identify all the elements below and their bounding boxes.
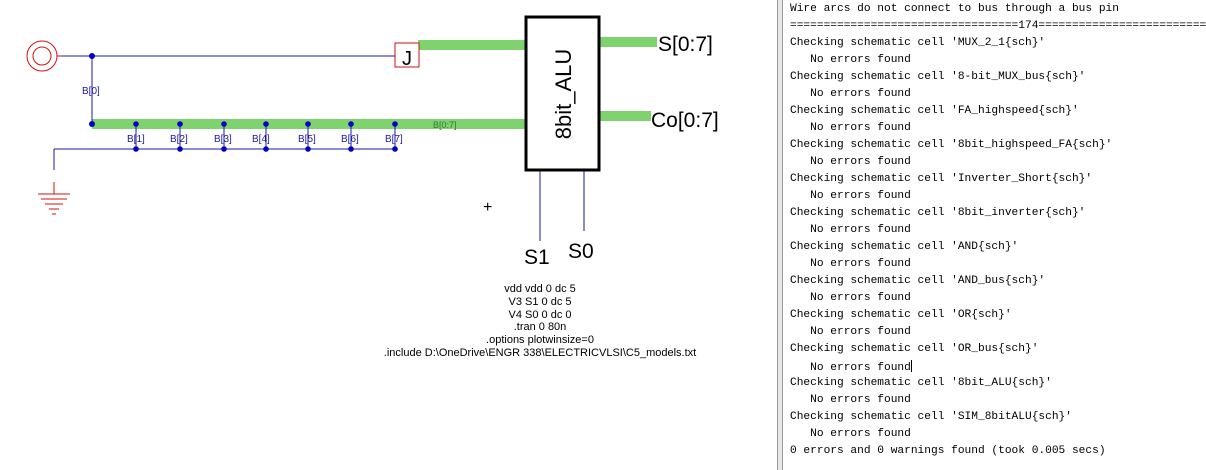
message-header: Wire arcs do not connect to bus through … [790, 3, 1119, 15]
check-line: Checking schematic cell '8-bit_MUX_bus{s… [790, 71, 1086, 83]
bit-label: B[1] [127, 134, 145, 145]
node-b5-bottom[interactable] [305, 146, 311, 152]
check-line: Checking schematic cell 'OR_bus{sch}' [790, 343, 1039, 355]
pin-j-label: J [402, 48, 412, 70]
spice-code-block[interactable]: vdd vdd 0 dc 5 V3 S1 0 dc 5 V4 S0 0 dc 0… [330, 283, 750, 360]
check-line: Checking schematic cell 'FA_highspeed{sc… [790, 105, 1079, 117]
check-line: Checking schematic cell 'SIM_8bitALU{sch… [790, 411, 1072, 423]
spice-line: .tran 0 80n [513, 321, 567, 334]
power-source-icon[interactable] [26, 40, 62, 72]
crosshair-marker: + [483, 199, 492, 216]
node-b0-top[interactable] [89, 53, 95, 59]
node-b1-top[interactable] [133, 121, 139, 127]
panel-splitter[interactable] [777, 0, 783, 470]
node-b7-top[interactable] [392, 121, 398, 127]
bit-label: B[2] [170, 134, 188, 145]
bus-label: B[0:7] [433, 120, 457, 130]
spice-line: V3 S1 0 dc 5 [508, 295, 572, 308]
no-errors-line: No errors found [790, 326, 911, 338]
spice-line: V4 S0 0 dc 0 [508, 308, 572, 321]
pin-j-box[interactable] [394, 42, 420, 68]
node-b3-bottom[interactable] [221, 146, 227, 152]
node-b2-bottom[interactable] [177, 146, 183, 152]
net-b0-label: B[0] [82, 86, 100, 97]
bit-labels: B[1] B[2] B[3] B[4] B[5] B[6] B[7] [127, 134, 403, 145]
ground-icon[interactable] [38, 182, 70, 215]
bit-label: B[5] [298, 134, 316, 145]
check-line: Checking schematic cell '8bit_ALU{sch}' [790, 377, 1052, 389]
node-b4-top[interactable] [263, 121, 269, 127]
alu-block[interactable] [524, 15, 601, 172]
check-line: Checking schematic cell 'OR{sch}' [790, 309, 1012, 321]
check-line: Checking schematic cell 'AND{sch}' [790, 241, 1019, 253]
text-cursor [910, 360, 912, 372]
input-s1-label: S1 [524, 246, 550, 269]
spice-line: .include D:\OneDrive\ENGR 338\ELECTRICVL… [383, 346, 697, 359]
bit-label: B[7] [385, 134, 403, 145]
summary-line: 0 errors and 0 warnings found (took 0.00… [790, 445, 1106, 457]
node-b6-bottom[interactable] [348, 146, 354, 152]
spice-line: .options plotwinsize=0 [486, 334, 594, 347]
no-errors-text: No errors found [790, 362, 911, 374]
no-errors-line-with-cursor[interactable]: No errors found [790, 360, 912, 374]
no-errors-line: No errors found [790, 428, 911, 440]
bit-label: B[4] [252, 134, 270, 145]
input-s0-label: S0 [568, 240, 594, 263]
schematic-canvas[interactable]: J 8bit_ALU S[0:7] Co[0:7] S1 S0 B[0] B[0… [0, 0, 777, 470]
messages-panel[interactable]: Wire arcs do not connect to bus through … [783, 0, 1206, 470]
bit-label: B[3] [214, 134, 232, 145]
alu-label: 8bit_ALU [551, 49, 576, 140]
check-line: Checking schematic cell '8bit_highspeed_… [790, 139, 1113, 151]
output-s-label: S[0:7] [658, 33, 713, 56]
node-b0-bus[interactable] [89, 121, 95, 127]
message-separator: ==================================174===… [790, 20, 1206, 32]
bus-s-out[interactable] [599, 37, 657, 47]
schematic-drawing[interactable]: J 8bit_ALU S[0:7] Co[0:7] S1 S0 B[0] B[0… [0, 0, 777, 470]
no-errors-line: No errors found [790, 122, 911, 134]
bit-label: B[6] [341, 134, 359, 145]
node-b2-top[interactable] [177, 121, 183, 127]
node-b7-bottom[interactable] [392, 146, 398, 152]
no-errors-line: No errors found [790, 394, 911, 406]
node-b1-bottom[interactable] [133, 146, 139, 152]
bus-co-out[interactable] [599, 111, 651, 121]
check-line: Checking schematic cell 'Inverter_Short{… [790, 173, 1093, 185]
no-errors-line: No errors found [790, 88, 911, 100]
check-line: Checking schematic cell 'MUX_2_1{sch}' [790, 37, 1046, 49]
spice-line: vdd vdd 0 dc 5 [504, 283, 576, 295]
no-errors-line: No errors found [790, 292, 911, 304]
check-line: Checking schematic cell '8bit_inverter{s… [790, 207, 1086, 219]
node-b3-top[interactable] [221, 121, 227, 127]
no-errors-line: No errors found [790, 258, 911, 270]
node-b4-bottom[interactable] [263, 146, 269, 152]
no-errors-line: No errors found [790, 224, 911, 236]
no-errors-line: No errors found [790, 156, 911, 168]
node-b6-top[interactable] [348, 121, 354, 127]
no-errors-line: No errors found [790, 54, 911, 66]
bus-j-to-alu[interactable] [418, 40, 526, 50]
no-errors-line: No errors found [790, 190, 911, 202]
node-b5-top[interactable] [305, 121, 311, 127]
check-line: Checking schematic cell 'AND_bus{sch}' [790, 275, 1046, 287]
output-co-label: Co[0:7] [651, 109, 719, 132]
